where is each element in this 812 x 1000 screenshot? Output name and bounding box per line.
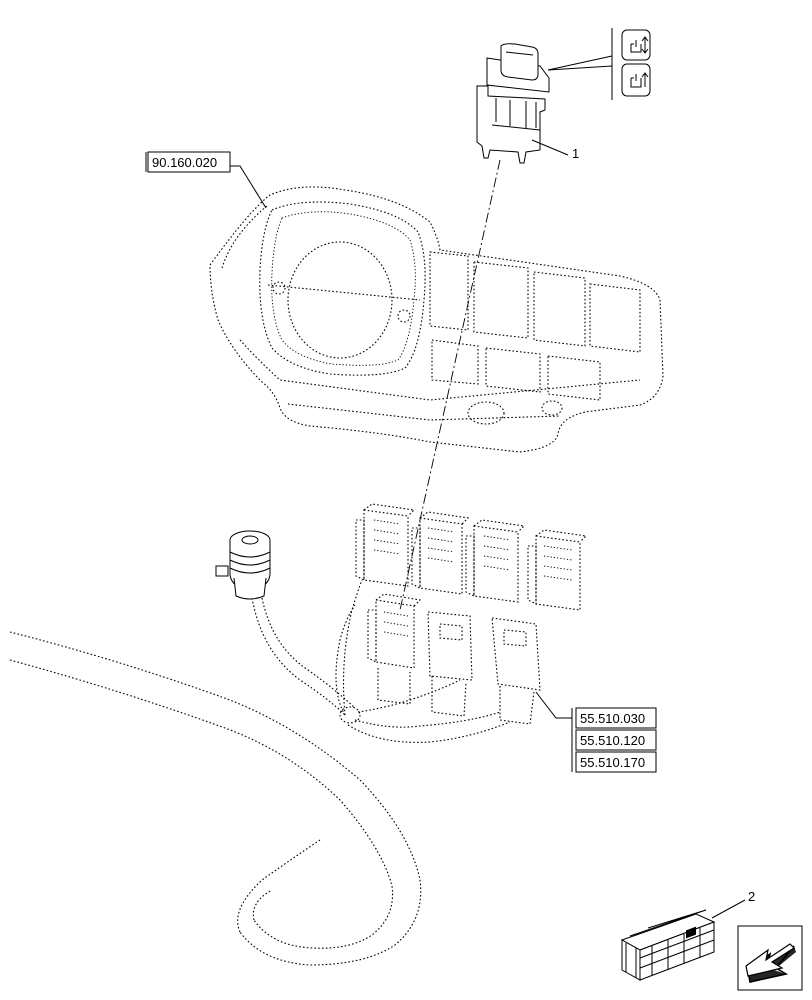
dashboard-reference-label: 90.160.020 bbox=[152, 155, 217, 170]
multipin-connector-d bbox=[527, 529, 588, 611]
callout-2-label: 2 bbox=[748, 889, 755, 904]
multipin-connector-e bbox=[367, 593, 422, 705]
plug-body-a bbox=[427, 611, 473, 717]
callout-2: 2 bbox=[711, 889, 755, 919]
multipin-connector-a bbox=[355, 503, 416, 587]
switch-position-up-icon bbox=[621, 63, 651, 97]
round-connector bbox=[215, 530, 271, 600]
harness-references: 55.510.030 55.510.120 55.510.170 bbox=[535, 691, 657, 773]
kit-crate-icon bbox=[620, 909, 716, 981]
harness-reference-3: 55.510.170 bbox=[580, 755, 645, 770]
assembly-axis-line bbox=[399, 159, 501, 611]
dashboard-housing bbox=[209, 186, 664, 453]
rocker-switch-part bbox=[476, 43, 550, 164]
harness-reference-2: 55.510.120 bbox=[580, 733, 645, 748]
harness-reference-1: 55.510.030 bbox=[580, 711, 645, 726]
dashboard-reference: 90.160.020 bbox=[145, 151, 267, 209]
plug-body-b bbox=[491, 617, 541, 725]
switch-position-legend bbox=[547, 28, 651, 100]
switch-position-up-down-icon bbox=[621, 29, 651, 61]
wiring-harness bbox=[9, 503, 588, 966]
callout-1: 1 bbox=[531, 139, 579, 161]
callout-1-label: 1 bbox=[572, 146, 579, 161]
previous-page-arrow-icon[interactable] bbox=[737, 925, 803, 991]
multipin-connector-c bbox=[465, 519, 526, 603]
multipin-connector-b bbox=[411, 511, 470, 595]
